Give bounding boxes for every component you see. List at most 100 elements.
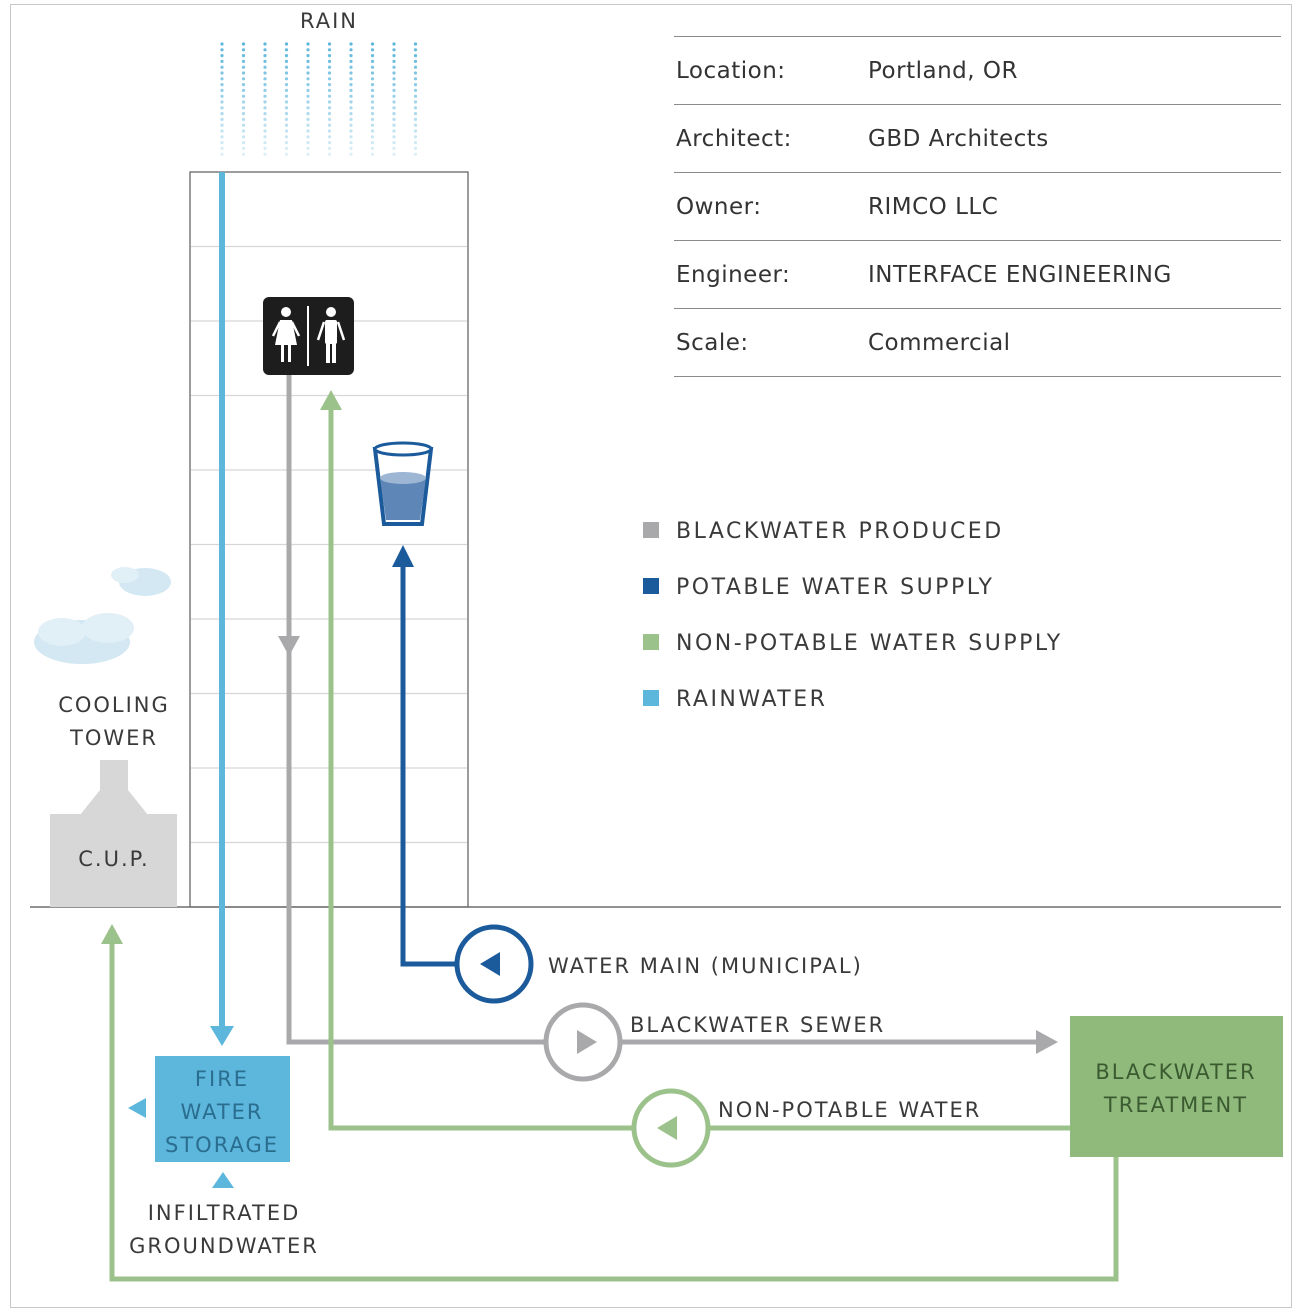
rain-drop [349, 59, 353, 64]
rain-drop [306, 94, 310, 98]
fire-storage-label: STORAGE [165, 1133, 279, 1157]
rain-drop [284, 48, 289, 52]
rain-drop [327, 146, 332, 150]
rain-drop [220, 65, 224, 69]
legend-item-potable-water-supply: POTABLE WATER SUPPLY [676, 575, 995, 600]
cooling-tower-label: TOWER [69, 726, 158, 750]
rain-drop [327, 129, 332, 133]
rain-drop [220, 48, 224, 52]
rain-drop [392, 83, 396, 87]
rain-drop [327, 88, 332, 92]
rain-drop [349, 54, 353, 58]
rain-drop [413, 117, 418, 121]
rain-drop [392, 152, 396, 156]
rain-drop [263, 146, 267, 150]
rain-drop [392, 112, 396, 116]
rain-drop [241, 135, 246, 139]
rain-drop [327, 100, 332, 104]
rain-drop [284, 77, 289, 81]
rain-drop [306, 135, 310, 139]
rain-drop [327, 112, 332, 116]
rain-drop [284, 152, 289, 156]
rain-drop [327, 77, 332, 81]
non-potable-pipe [109, 408, 1119, 1282]
rain-drop [263, 135, 267, 139]
rain-drop [413, 48, 418, 52]
rain-drop [349, 71, 353, 75]
rain-drop [370, 59, 375, 64]
potable-pipe [392, 545, 457, 967]
rain-drop [241, 71, 246, 75]
rain-drop [370, 71, 375, 75]
rain-drop [349, 94, 353, 98]
arrow-up [320, 390, 342, 410]
rain-drop [413, 135, 418, 139]
info-row-engineer: Engineer: INTERFACE ENGINEERING [674, 241, 1281, 309]
rain-drop [413, 146, 418, 150]
rain-drop [241, 152, 246, 156]
rain-drop [370, 106, 375, 110]
rain-drop [392, 65, 396, 69]
rain-drop [241, 54, 246, 58]
rain-drop [370, 117, 375, 121]
rain-drop [241, 123, 246, 127]
rain-drop [327, 42, 332, 46]
rain-drop [306, 48, 310, 52]
rain-drop [220, 135, 224, 139]
info-value: RIMCO LLC [868, 193, 999, 220]
rain-drop [413, 88, 418, 92]
info-key: Engineer: [676, 261, 791, 288]
rainwater-pipe [210, 172, 234, 1046]
rain-drop [413, 129, 418, 133]
legend-swatch [643, 634, 659, 650]
rain-drop [392, 146, 396, 150]
rain-drop [220, 141, 224, 145]
rain-drop [241, 106, 246, 110]
rain-drop [392, 77, 396, 81]
rain-drop [349, 77, 353, 81]
infiltrated-groundwater-label: INFILTRATED [148, 1201, 301, 1225]
rain-drop [284, 94, 289, 98]
rain-drop [370, 88, 375, 92]
legend-swatch [643, 578, 659, 594]
rain-drop [349, 112, 353, 116]
rain-drop [327, 59, 332, 64]
fire-storage-label: WATER [180, 1100, 263, 1124]
rain-drop [284, 83, 289, 87]
rain-drop [284, 135, 289, 139]
rain-drop [263, 152, 267, 156]
rain-drop [220, 54, 224, 58]
rain-drop [413, 112, 418, 116]
rain-drop [349, 48, 353, 52]
rain-drop [306, 42, 310, 46]
rain-label: RAIN [300, 9, 358, 33]
legend-swatch [643, 522, 659, 538]
rain-drop [392, 42, 396, 46]
blackwater-pipe [278, 375, 1058, 1054]
info-value: INTERFACE ENGINEERING [868, 261, 1172, 288]
rain-drop [263, 71, 267, 75]
rain-drop [370, 77, 375, 81]
rain-drop [413, 59, 418, 64]
rain-drop [370, 100, 375, 104]
rain-drop [392, 48, 396, 52]
treatment-label: TREATMENT [1103, 1093, 1248, 1117]
rain-drop [241, 48, 246, 52]
legend: BLACKWATER PRODUCED POTABLE WATER SUPPLY… [643, 519, 1060, 712]
rain-drop [284, 141, 289, 145]
info-key: Location: [676, 57, 786, 84]
rain-drop [306, 129, 310, 133]
rain-drop [263, 106, 267, 110]
rain-drop [370, 42, 375, 46]
rain-drop [284, 123, 289, 127]
rain-drop [241, 88, 246, 92]
rain-drop [392, 123, 396, 127]
rain-drop [327, 65, 332, 69]
rain-drop [306, 112, 310, 116]
legend-item-blackwater-produced: BLACKWATER PRODUCED [676, 519, 1004, 544]
info-value: GBD Architects [868, 125, 1049, 152]
rain-drop [284, 112, 289, 116]
rain-drop [220, 123, 224, 127]
rain-drop [349, 65, 353, 69]
rain-drop [349, 117, 353, 121]
